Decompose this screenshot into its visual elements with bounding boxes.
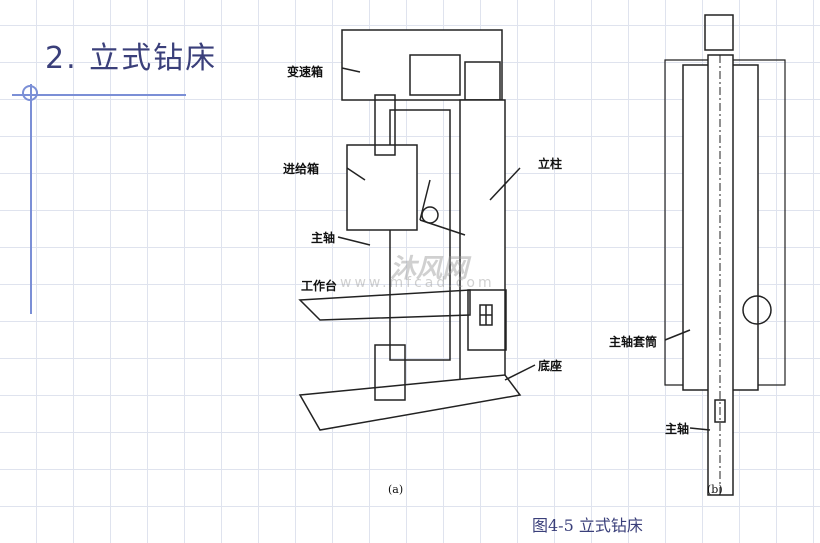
label-spindle-b: 主轴: [665, 422, 690, 436]
slide-title: 2. 立式钻床: [45, 41, 218, 76]
label-feed-box: 进给箱: [283, 162, 320, 176]
title-underline: [12, 94, 186, 96]
sub-caption-b: (b): [707, 483, 723, 496]
label-gearbox: 变速箱: [287, 65, 324, 79]
watermark-name: 沐风网: [390, 254, 469, 284]
figure-caption: 图4-5 立式钻床: [532, 516, 643, 535]
label-table: 工作台: [301, 279, 338, 293]
label-spindle: 主轴: [311, 231, 336, 245]
left-rule: [30, 84, 32, 314]
crosshair-circle: [22, 85, 38, 101]
label-sleeve: 主轴套筒: [609, 335, 658, 349]
label-column: 立柱: [538, 157, 563, 171]
watermark-url: www.mfcad.com: [340, 275, 495, 291]
sub-caption-a: (a): [388, 483, 404, 496]
label-base: 底座: [538, 359, 563, 373]
